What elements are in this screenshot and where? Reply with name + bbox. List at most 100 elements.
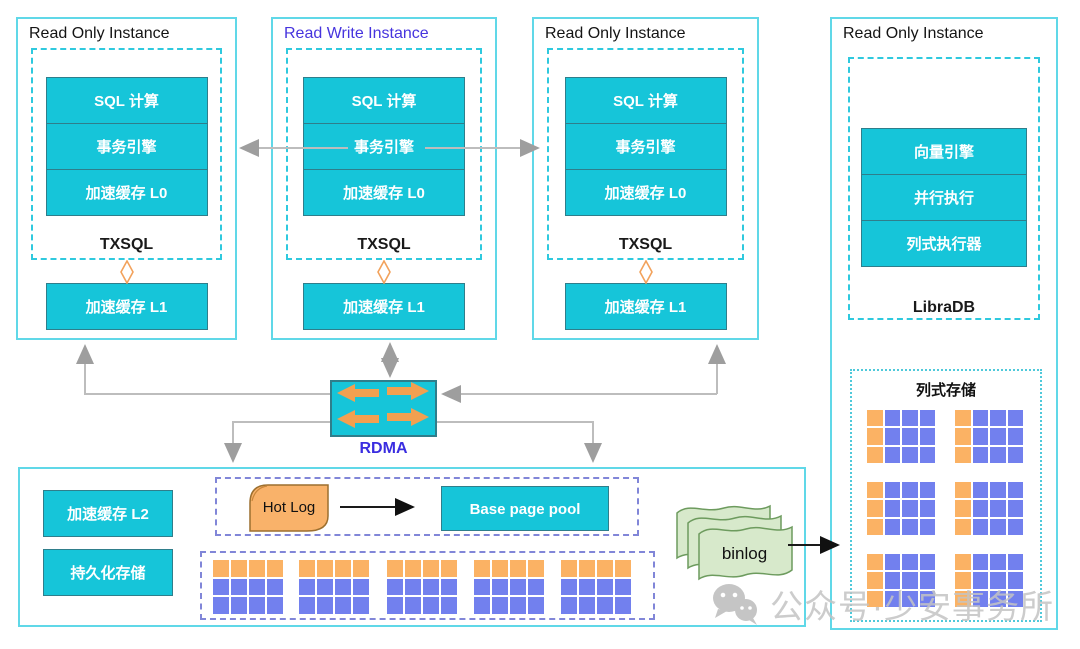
- page-cell: [1007, 410, 1023, 427]
- watermark-text: 公众号·少安事务所: [770, 588, 1054, 625]
- page-cell: [335, 597, 351, 614]
- row-page-grid: [299, 560, 369, 614]
- page-cell: [1007, 572, 1023, 589]
- page-cell: [884, 554, 900, 571]
- page-cell: [972, 410, 988, 427]
- page-cell: [579, 560, 595, 577]
- page-cell: [972, 590, 988, 607]
- page-cell: [990, 446, 1006, 463]
- page-cell: [955, 518, 971, 535]
- page-cell: [615, 597, 631, 614]
- rdma-arrows-icon: [337, 382, 429, 428]
- page-cell: [1007, 554, 1023, 571]
- page-cell: [441, 597, 457, 614]
- page-cell: [579, 597, 595, 614]
- page-cell: [1007, 428, 1023, 445]
- layer-cache-l0: 加速缓存 L0: [303, 169, 465, 216]
- page-cell: [317, 578, 333, 596]
- page-cell: [867, 500, 883, 517]
- page-cell: [884, 428, 900, 445]
- engine-stack: SQL 计算 事务引擎 加速缓存 L0: [303, 77, 465, 216]
- page-cell: [423, 560, 439, 577]
- read-only-instance-htap: Read Only Instance 向量引擎 并行执行 列式执行器 Libra…: [830, 17, 1058, 630]
- page-cell: [353, 578, 369, 596]
- page-cell: [249, 597, 265, 614]
- page-cell: [561, 578, 577, 596]
- engine-label: TXSQL: [357, 236, 411, 253]
- layer-cache-l0: 加速缓存 L0: [45, 169, 208, 216]
- page-cell: [213, 560, 229, 577]
- page-cell: [474, 560, 490, 577]
- arrow-rdma-to-storage-left: [224, 421, 330, 463]
- page-cell: [919, 590, 935, 607]
- page-cell: [441, 560, 457, 577]
- page-cell: [405, 578, 421, 596]
- rdma-box: [330, 380, 437, 437]
- libradb-container: 向量引擎 并行执行 列式执行器 LibraDB: [848, 57, 1040, 320]
- page-cell: [972, 446, 988, 463]
- page-cell: [902, 482, 918, 499]
- row-page-grid: [474, 560, 544, 614]
- page-cell: [955, 500, 971, 517]
- page-cell: [213, 597, 229, 614]
- page-cell: [955, 482, 971, 499]
- page-cell: [919, 482, 935, 499]
- txsql-container: SQL 计算 事务引擎 加速缓存 L0 TXSQL: [547, 48, 744, 260]
- row-pages-box: [200, 551, 655, 620]
- columnar-page-grid: [867, 482, 935, 535]
- page-cell: [990, 572, 1006, 589]
- page-cell: [867, 572, 883, 589]
- diamond-connector-icon: [119, 260, 134, 284]
- page-cell: [213, 578, 229, 596]
- page-cell: [919, 446, 935, 463]
- page-cell: [299, 560, 315, 577]
- page-cell: [919, 410, 935, 427]
- page-cell: [231, 597, 247, 614]
- page-cell: [249, 578, 265, 596]
- binlog-icon: [676, 504, 793, 581]
- arrow-rdma-to-storage-right: [437, 421, 602, 463]
- page-cell: [387, 597, 403, 614]
- page-cell: [335, 560, 351, 577]
- page-cell: [510, 578, 526, 596]
- page-cell: [867, 446, 883, 463]
- page-cell: [884, 518, 900, 535]
- page-cell: [299, 597, 315, 614]
- page-cell: [884, 482, 900, 499]
- diamond-connector-icon: [638, 260, 653, 284]
- page-cell: [867, 410, 883, 427]
- row-page-grid: [213, 560, 283, 614]
- page-cell: [972, 500, 988, 517]
- page-cell: [902, 590, 918, 607]
- page-cell: [405, 560, 421, 577]
- page-cell: [317, 560, 333, 577]
- cache-l1-box: 加速缓存 L1: [564, 283, 727, 330]
- layer-parallel-exec: 并行执行: [861, 174, 1027, 221]
- page-cell: [990, 590, 1006, 607]
- page-cell: [597, 597, 613, 614]
- page-cell: [492, 578, 508, 596]
- page-cell: [387, 578, 403, 596]
- layer-txn-engine: 事务引擎: [303, 123, 465, 170]
- page-cell: [867, 428, 883, 445]
- page-cell: [597, 578, 613, 596]
- page-cell: [990, 482, 1006, 499]
- columnar-storage-label: 列式存储: [915, 382, 976, 399]
- page-cell: [972, 428, 988, 445]
- page-cell: [902, 410, 918, 427]
- columnar-storage-box: 列式存储: [850, 369, 1042, 622]
- diamond-connector-icon: [377, 260, 391, 284]
- page-cell: [902, 518, 918, 535]
- columnar-page-grid: [955, 554, 1023, 607]
- layer-sql-compute: SQL 计算: [564, 77, 727, 124]
- page-cell: [579, 578, 595, 596]
- rdma-label: RDMA: [359, 440, 408, 457]
- page-cell: [867, 518, 883, 535]
- page-cell: [441, 578, 457, 596]
- columnar-page-grid: [867, 410, 935, 463]
- page-cell: [955, 554, 971, 571]
- page-cell: [492, 560, 508, 577]
- layer-vector-engine: 向量引擎: [861, 128, 1027, 175]
- page-cell: [353, 597, 369, 614]
- log-to-page-box: Hot Log Base page pool: [215, 477, 639, 536]
